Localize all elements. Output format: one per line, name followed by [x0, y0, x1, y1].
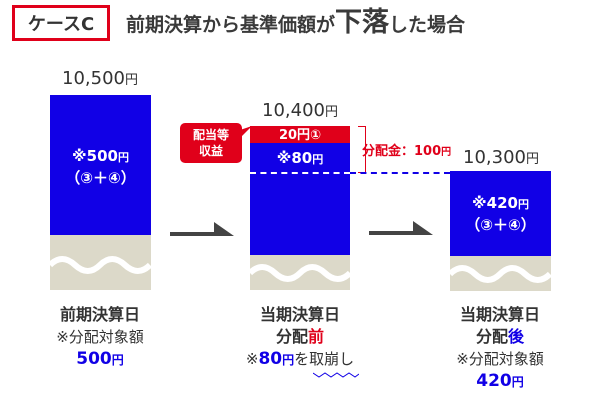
title-emphasis: 下落 — [335, 7, 390, 38]
caption-after: 当期決算日 分配後 ※分配対象額 420円 — [430, 304, 570, 393]
value-number: 10,300 — [463, 147, 526, 168]
caption-previous: 前期決算日 ※分配対象額 500円 — [30, 304, 170, 371]
yen-unit: 円 — [312, 153, 324, 166]
bar-label-previous: ※500円 （③＋④） — [50, 146, 151, 188]
value-label-previous: 10,500円 — [48, 68, 152, 89]
note-text: を取崩し — [294, 350, 355, 368]
dividend-income-amount: 20円① — [278, 128, 322, 143]
yen-unit: 円 — [117, 151, 129, 164]
caption-emph: 前 — [308, 327, 325, 346]
value-number: 10,500 — [62, 68, 125, 89]
nav-bar-previous — [50, 95, 151, 236]
caption-pre: 分配 — [475, 327, 508, 346]
bar-amount: ※500 — [72, 147, 118, 165]
case-label-box: ケースC — [12, 5, 110, 41]
bar-label-before: ※80円 — [250, 148, 350, 170]
callout-pointer-icon — [240, 126, 252, 138]
caption-title: 当期決算日 — [459, 305, 540, 324]
note-mark: ※ — [245, 350, 259, 368]
yen-unit: 円 — [124, 73, 138, 88]
page-title: 前期決算から基準価額が下落した場合 — [126, 8, 465, 40]
value-number: 10,400 — [262, 100, 325, 121]
base-wave-before — [250, 255, 350, 290]
yen-unit: 円 — [324, 105, 338, 120]
wave-icon — [50, 256, 151, 274]
arrow-head-icon — [214, 222, 234, 236]
dashed-line-blue — [350, 172, 450, 174]
bar-amount: ※80 — [276, 149, 313, 167]
dividend-income-bar: 20円① — [250, 126, 350, 143]
yen-unit: 円 — [111, 353, 124, 367]
bar-amount: ※420 — [472, 194, 518, 212]
yen-unit: 円 — [511, 375, 524, 389]
bar-formula: （③＋④） — [65, 169, 136, 187]
yen-unit: 円 — [517, 198, 529, 211]
base-wave-previous — [50, 235, 151, 290]
arrow-head-icon — [413, 221, 433, 235]
yen-unit: 円 — [282, 353, 295, 367]
nav-bar-before — [250, 143, 350, 256]
yen-unit: 円 — [525, 152, 539, 167]
bar-label-after: ※420円 （③＋④） — [450, 193, 551, 235]
arrow-2 — [369, 231, 415, 235]
case-label: ケースC — [27, 14, 95, 35]
wave-icon — [250, 264, 350, 282]
caption-subtitle: ※分配対象額 — [456, 350, 544, 368]
bar-formula: （③＋④） — [465, 216, 536, 234]
yen-unit: 円 — [441, 147, 452, 158]
caption-title: 前期決算日 — [59, 305, 140, 324]
distribution-label: 分配金：100円 — [362, 140, 451, 159]
callout-line2: 収益 — [198, 144, 223, 158]
caption-title: 当期決算日 — [259, 305, 340, 324]
value-label-before: 10,400円 — [248, 100, 352, 121]
title-post: した場合 — [389, 14, 466, 36]
wave-icon — [450, 265, 551, 283]
distribution-amount: 分配金：100 — [362, 144, 442, 159]
caption-emph: 後 — [508, 327, 525, 346]
arrow-1 — [170, 232, 216, 236]
caption-amount: 420 — [476, 371, 512, 391]
caption-amount: 500 — [76, 349, 112, 369]
dividend-income-callout: 配当等 収益 — [180, 123, 242, 163]
value-label-after: 10,300円 — [449, 147, 553, 168]
caption-pre: 分配 — [275, 327, 308, 346]
nav-bar-after — [450, 171, 551, 257]
title-pre: 前期決算から基準価額が — [126, 14, 336, 36]
dashed-line-white — [250, 172, 350, 174]
note-amount: 80 — [258, 349, 283, 369]
base-wave-after — [450, 256, 551, 291]
wavy-underline-icon — [313, 372, 359, 378]
withdrawal-note: ※80円を取崩し — [220, 348, 380, 371]
caption-before: 当期決算日 分配前 ※80円を取崩し — [220, 304, 380, 379]
callout-line1: 配当等 — [192, 128, 229, 142]
caption-subtitle: ※分配対象額 — [56, 328, 144, 346]
